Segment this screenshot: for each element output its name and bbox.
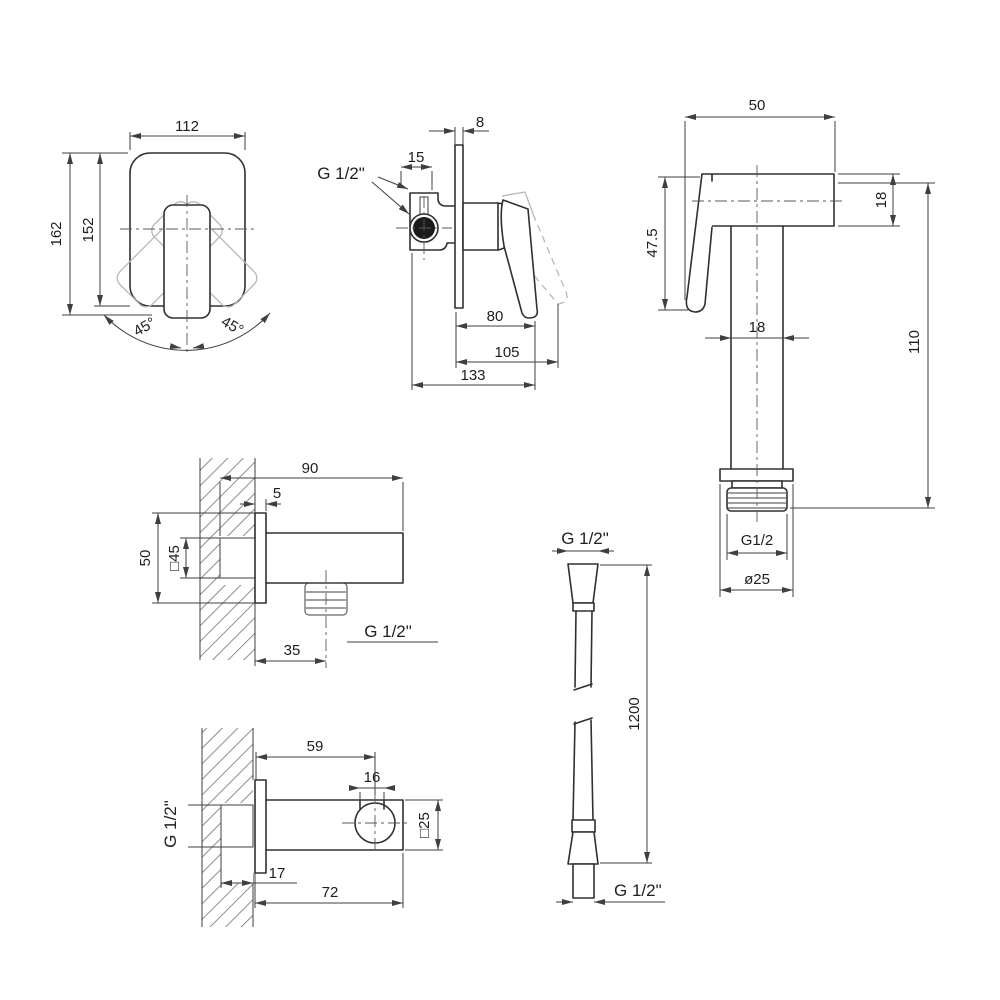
dim-outlet-square: □45 [166,545,183,571]
dim-tube-width: 18 [749,319,766,336]
dim-head-height: 18 [873,192,890,209]
label-holder-thread: G 1/2" [161,800,180,848]
dim-front-height: 162 [48,221,65,246]
dim-arm-length: 90 [302,460,319,477]
dim-total-height: 110 [906,330,923,354]
outlet-nipple [304,582,348,616]
dim-spray-thread: G1/2 [741,532,774,549]
view-hand-spray: 50 18 47.5 18 110 G1/2 ø25 [644,97,935,597]
mixer-body [409,192,456,251]
dim-front-width: 112 [175,118,199,135]
dim-to-handle-open: 105 [494,344,519,361]
view-front-plate: 112 162 152 45° 45° [48,118,271,352]
spray-flange [719,468,794,482]
label-hose-thread-bottom: G 1/2" [614,881,662,900]
cartridge-housing [462,202,499,251]
dim-to-handle: 80 [487,308,504,325]
wall-cutout [220,536,255,585]
dim-trigger-height: 47.5 [644,228,661,257]
holder-plate [254,779,267,874]
label-hose-thread-top: G 1/2" [561,529,609,548]
dim-to-hole: 59 [307,738,324,755]
hose-bottom-nut [572,863,595,899]
hose-top-cone [567,563,599,604]
view-hose: G 1/2" 1200 G 1/2" [552,529,665,905]
dim-holder-length: 72 [322,884,339,901]
dim-flange-dia: ø25 [744,571,770,588]
hose-break-top [573,683,593,691]
dim-stub-length: 17 [269,865,286,882]
hose-bottom-collar [571,819,596,833]
dim-outlet-plate-thickness: 5 [273,485,281,502]
outlet-plate [254,512,267,604]
hose-top-collar [572,602,595,612]
holder-arm [265,799,404,851]
dim-plate-thickness: 8 [476,114,484,131]
label-mixer-thread: G 1/2" [317,164,365,183]
dim-front-plate-height: 152 [80,217,97,242]
wall-cutout-2 [221,803,253,883]
dim-slot-width: 16 [364,769,381,786]
holder-thread-in-wall [220,804,254,848]
outlet-arm [265,532,404,584]
label-outlet-thread: G 1/2" [364,622,412,641]
view-holder-side: 59 16 G 1/2" 17 72 □25 [161,728,443,927]
dim-outlet-plate-size: 50 [137,550,154,567]
dim-outlet-offset: 35 [284,642,301,659]
dim-inlet-width: 15 [408,149,425,166]
mixer-wall-plate [454,144,464,309]
dim-holder-square: □25 [416,812,433,838]
spray-trigger [685,173,713,313]
view-mixer-side: 8 15 G 1/2" 80 105 133 [317,114,568,390]
dim-swing-left: 45° [131,314,159,340]
handle-lever-side [500,199,539,319]
mixer-lever-ghost-dashed [516,213,568,305]
view-wall-outlet: 90 5 50 □45 35 G 1/2" [137,458,438,668]
dim-hose-length: 1200 [626,697,643,730]
dim-total-depth: 133 [460,367,485,384]
hose-break-bottom [573,717,593,725]
spray-head [701,173,835,227]
dim-head-length: 50 [749,97,766,114]
hose-bottom-cone [567,831,599,865]
